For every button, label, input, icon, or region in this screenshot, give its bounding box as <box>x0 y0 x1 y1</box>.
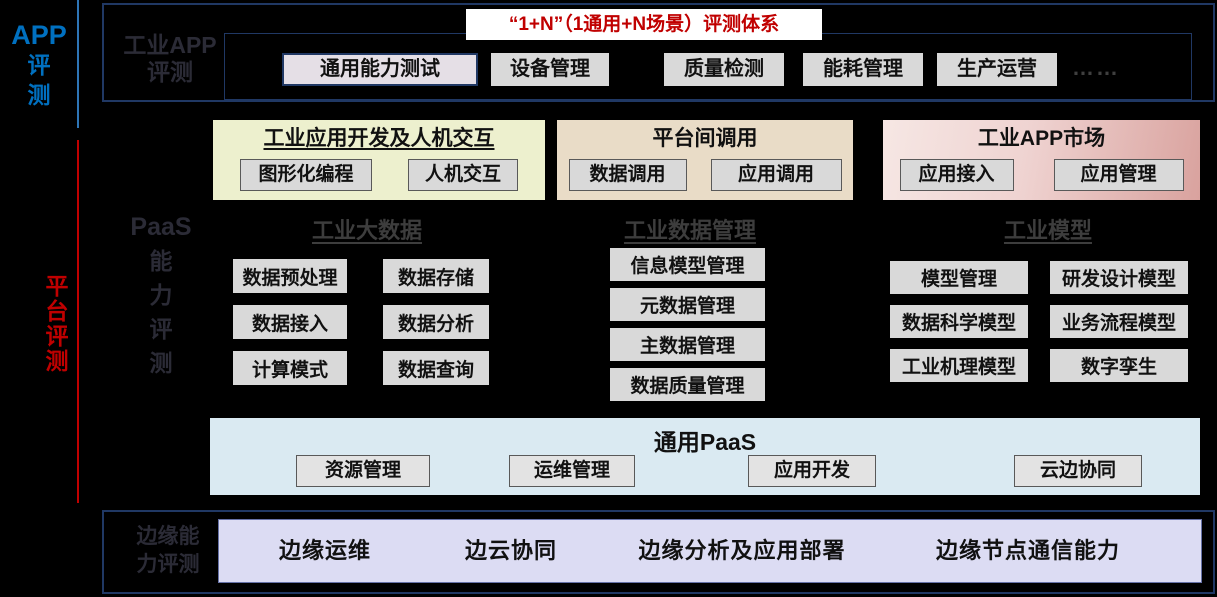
edge-capability-item-1: 边缘运维 <box>278 538 372 563</box>
model-button-3: 数据科学模型 <box>890 305 1028 338</box>
platform-eval-char-2: 台 <box>45 298 69 324</box>
panel-platform-invocation: 平台间调用 数据调用应用调用 <box>557 120 853 200</box>
industrial-app-eval-label-line1: 工业APP <box>123 32 217 58</box>
big-data-button-3: 数据接入 <box>233 305 347 339</box>
paas-label-line1: PaaS <box>130 213 192 241</box>
platform-eval-divider-line <box>77 140 79 503</box>
big-data-button-1: 数据预处理 <box>233 259 347 293</box>
app-scenario-button-2: 设备管理 <box>491 53 609 86</box>
big-data-button-6: 数据查询 <box>383 351 489 385</box>
industrial-app-eval-box: 工业APP 评测 通用能力测试设备管理 质量检测能耗管理生产运营 …… “1+N”… <box>102 3 1215 102</box>
app-scenario-button-5: 生产运营 <box>937 53 1057 86</box>
app-eval-divider-line <box>77 0 79 128</box>
big-data-button-2: 数据存储 <box>383 259 489 293</box>
app-eval-label-line2: 评 <box>27 52 51 78</box>
data-mgmt-button-2: 元数据管理 <box>610 288 765 321</box>
app-scenario-buttons: 通用能力测试设备管理 质量检测能耗管理生产运营 <box>104 5 1213 100</box>
industrial-big-data-buttons: 数据预处理 数据存储数据接入 数据分析计算模式 数据查询 <box>233 259 489 385</box>
edge-capability-item-4: 边缘节点通信能力 <box>935 538 1121 563</box>
industrial-app-eval-label: 工业APP 评测 <box>112 32 228 86</box>
panel-platform-invocation-title: 平台间调用 <box>652 127 758 150</box>
column-header-industrial-model: 工业模型 <box>1003 218 1092 243</box>
platform-eval-label: 平台评测 <box>40 274 74 374</box>
app-dev-button-1: 图形化编程 <box>240 159 372 191</box>
edge-capability-eval-label: 边缘能 力评测 <box>112 523 224 579</box>
evaluation-system-title: “1+N”（1通用+N场景）评测体系 <box>466 9 822 40</box>
column-header-industrial-data-mgmt: 工业数据管理 <box>623 218 756 243</box>
paas-label-char-1: 能 <box>149 248 173 274</box>
data-mgmt-button-1: 信息模型管理 <box>610 248 765 281</box>
data-mgmt-button-3: 主数据管理 <box>610 328 765 361</box>
general-paas-title: 通用PaaS <box>653 429 757 455</box>
platform-eval-char-4: 测 <box>45 348 69 374</box>
paas-label-char-4: 测 <box>149 350 173 376</box>
paas-label-char-2: 力 <box>149 282 173 308</box>
edge-label-line1: 边缘能 <box>136 525 200 548</box>
edge-capability-panel: 边缘运维 边云协同 边缘分析及应用部署 边缘节点通信能力 <box>218 519 1202 583</box>
app-scenario-button-4: 能耗管理 <box>803 53 923 86</box>
general-paas-button-4: 云边协同 <box>1014 455 1142 487</box>
column-header-industrial-big-data: 工业大数据 <box>311 218 422 243</box>
panel-industrial-app-dev-title: 工业应用开发及人机交互 <box>263 127 495 150</box>
platform-invocation-button-1: 数据调用 <box>568 159 687 191</box>
paas-capability-eval-label: PaaS 能力评测 <box>126 210 196 380</box>
platform-invocation-button-2: 应用调用 <box>710 159 842 191</box>
app-eval-label: APP 评 测 <box>4 20 74 110</box>
industrial-data-mgmt-buttons: 信息模型管理元数据管理主数据管理数据质量管理 <box>610 248 765 401</box>
app-market-button-1: 应用接入 <box>899 159 1014 191</box>
app-eval-label-line1: APP <box>11 20 67 50</box>
general-paas-button-1: 资源管理 <box>296 455 430 487</box>
model-button-6: 数字孪生 <box>1050 349 1188 382</box>
panel-industrial-app-market-buttons: 应用接入 应用管理 <box>883 159 1200 191</box>
platform-eval-char-1: 平 <box>45 273 69 299</box>
paas-label-chars: 能力评测 <box>126 244 196 380</box>
edge-capability-item-3: 边缘分析及应用部署 <box>638 538 846 563</box>
platform-eval-char-3: 评 <box>45 323 69 349</box>
general-paas-panel: 通用PaaS 资源管理 运维管理 应用开发 云边协同 <box>210 418 1200 495</box>
paas-label-char-3: 评 <box>149 316 173 342</box>
big-data-button-4: 数据分析 <box>383 305 489 339</box>
app-market-button-2: 应用管理 <box>1053 159 1184 191</box>
general-paas-button-2: 运维管理 <box>509 455 635 487</box>
app-scenario-button-3: 质量检测 <box>664 53 784 86</box>
edge-capability-item-2: 边云协同 <box>464 538 558 563</box>
model-button-2: 研发设计模型 <box>1050 261 1188 294</box>
model-button-5: 工业机理模型 <box>890 349 1028 382</box>
panel-industrial-app-market: 工业APP市场 应用接入 应用管理 <box>883 120 1200 200</box>
edge-label-line2: 力评测 <box>136 553 200 576</box>
panel-industrial-app-dev: 工业应用开发及人机交互 图形化编程 人机交互 <box>213 120 545 200</box>
general-paas-button-3: 应用开发 <box>748 455 876 487</box>
data-mgmt-button-4: 数据质量管理 <box>610 368 765 401</box>
panel-industrial-app-dev-buttons: 图形化编程 人机交互 <box>213 159 545 191</box>
panel-platform-invocation-buttons: 数据调用应用调用 <box>557 159 853 191</box>
app-dev-button-2: 人机交互 <box>408 159 518 191</box>
model-button-1: 模型管理 <box>890 261 1028 294</box>
app-eval-label-line3: 测 <box>27 82 51 108</box>
edge-capability-eval-box: 边缘能 力评测 边缘运维 边云协同 边缘分析及应用部署 边缘节点通信能力 <box>102 510 1215 594</box>
industrial-model-buttons: 模型管理研发设计模型数据科学模型业务流程模型工业机理模型数字孪生 <box>890 261 1188 382</box>
industrial-app-eval-label-line2: 评测 <box>147 59 193 85</box>
big-data-button-5: 计算模式 <box>233 351 347 385</box>
app-scenario-button-1: 通用能力测试 <box>282 53 478 86</box>
panel-industrial-app-market-title: 工业APP市场 <box>977 127 1106 150</box>
more-scenarios-ellipsis: …… <box>1072 55 1120 80</box>
model-button-4: 业务流程模型 <box>1050 305 1188 338</box>
